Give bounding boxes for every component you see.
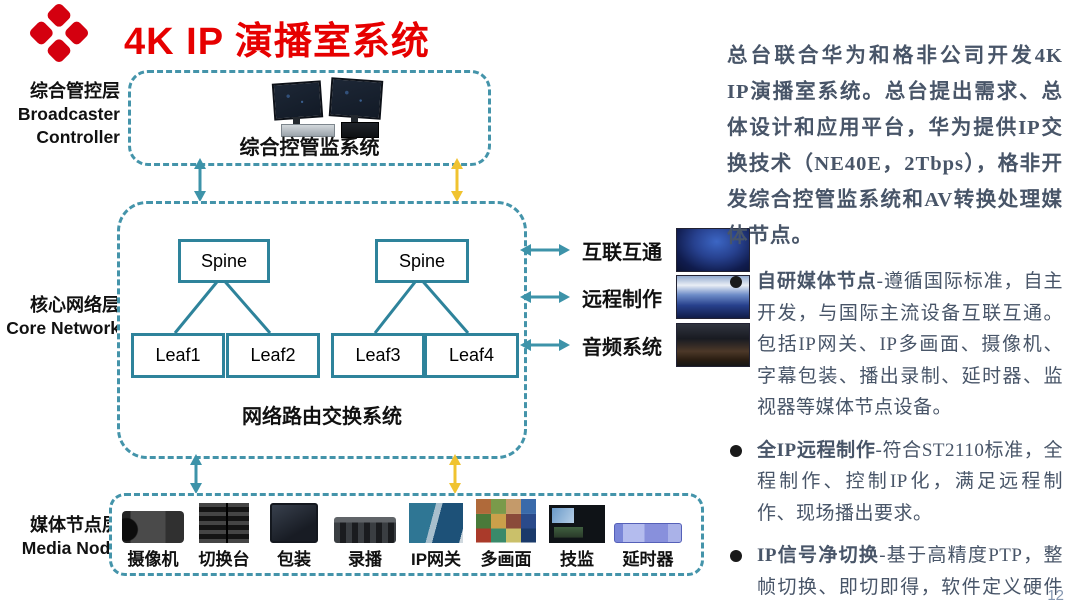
- switcher-image: [188, 499, 260, 545]
- media-node-ip-gateway: IP网关: [400, 499, 472, 569]
- leaf-node: Leaf1: [131, 333, 225, 378]
- layer-label-en: Controller: [36, 127, 120, 147]
- side-link-label: 互联互通: [582, 241, 662, 264]
- keyboard-device: [281, 124, 335, 137]
- spine-node: Spine: [375, 239, 469, 283]
- leftright-arrow-teal: [520, 339, 570, 351]
- bullet-clean-switch: IP信号净切换-基于高精度PTP，整帧切换、即切即得，软件定义硬件面板。: [727, 540, 1063, 608]
- control-system-monitors-image: [271, 77, 385, 138]
- media-node-multiviewer: 多画面: [470, 499, 542, 569]
- network-routing-label: 网络路由交换系统: [242, 406, 402, 428]
- spine-node: Spine: [178, 239, 270, 283]
- bullet-body: -符合ST2110标准，全程制作、控制IP化，满足远程制作、现场播出要求。: [757, 439, 1063, 524]
- bullet-head: 自研媒体节点: [757, 271, 877, 292]
- bullet-body: -遵循国际标准，自主开发，与国际主流设备互联互通。包括IP网关、IP多画面、摄像…: [757, 271, 1063, 418]
- bullet-head: 全IP远程制作: [757, 439, 876, 461]
- control-monitor-system-box: 综合控管监系统: [128, 70, 491, 166]
- media-node-tech-monitor: 技监: [541, 499, 613, 569]
- layer-label-en: Core Network: [6, 318, 120, 338]
- side-link-audio-system: 音频系统: [520, 323, 750, 367]
- camera-image: [117, 499, 189, 545]
- side-link-remote-production: 远程制作: [520, 275, 750, 319]
- leaf-node: Leaf2: [226, 333, 320, 378]
- page-title: 4K IP 演播室系统: [124, 21, 430, 63]
- updown-arrow-yellow: [451, 158, 463, 202]
- media-node-label: 切换台: [198, 550, 250, 569]
- layer-label-zh: 核心网络层: [30, 295, 120, 315]
- spine-leaf-links: [173, 276, 470, 334]
- leaf-node: Leaf4: [424, 333, 519, 378]
- layer-label-en: Broadcaster: [17, 104, 120, 124]
- control-system-label: 综合控管监系统: [239, 137, 380, 159]
- media-node-label: 录播: [348, 550, 382, 569]
- media-node-switcher: 切换台: [188, 499, 260, 569]
- media-node-label: 技监: [560, 550, 594, 569]
- media-node-recording: 录播: [329, 499, 401, 569]
- media-node-label: IP网关: [410, 550, 462, 569]
- feature-bullets: 自研媒体节点-遵循国际标准，自主开发，与国际主流设备互联互通。包括IP网关、IP…: [727, 266, 1063, 608]
- layer-label-zh: 综合管控层: [30, 81, 120, 101]
- bullet-head: IP信号净切换: [757, 545, 880, 566]
- monitor-stand: [293, 117, 300, 124]
- updown-arrow-yellow: [449, 454, 461, 494]
- monitor-stand: [351, 115, 358, 122]
- updown-arrow-teal: [194, 158, 206, 202]
- ip-gateway-image: [400, 499, 472, 545]
- side-link-label: 远程制作: [582, 288, 662, 311]
- logo-diamonds: [27, 1, 91, 65]
- media-node-box: 摄像机 切换台 包装 录播 IP网关 多画面 技监 延时器: [109, 493, 704, 576]
- multiviewer-image: [470, 499, 542, 545]
- side-link-interconnect: 互联互通: [520, 228, 750, 272]
- leftright-arrow-teal: [520, 291, 570, 303]
- monitor-right: [328, 77, 384, 120]
- media-node-delayer: 延时器: [612, 499, 684, 569]
- page-number: 12: [1047, 587, 1064, 604]
- tech-monitor-image: [541, 499, 613, 545]
- layer-label-broadcaster-controller: 综合管控层 Broadcaster Controller: [0, 80, 120, 149]
- leaf-node: Leaf3: [331, 333, 425, 378]
- layer-label-zh: 媒体节点层: [30, 515, 120, 535]
- side-link-label: 音频系统: [582, 336, 662, 359]
- packaging-image: [258, 499, 330, 545]
- recording-server-image: [329, 499, 401, 545]
- media-node-packaging: 包装: [258, 499, 330, 569]
- delayer-image: [612, 499, 684, 545]
- monitor-left: [271, 80, 324, 121]
- audio-system-photo: [676, 323, 750, 367]
- media-node-camera: 摄像机: [117, 499, 189, 569]
- media-node-label: 包装: [277, 550, 311, 569]
- layer-label-en: Media Node: [21, 538, 120, 558]
- updown-arrow-teal: [190, 454, 202, 494]
- intro-paragraph: 总台联合华为和格非公司开发4K IP演播室系统。总台提出需求、总体设计和应用平台…: [727, 45, 1063, 247]
- layer-label-core-network: 核心网络层 Core Network: [0, 294, 120, 340]
- bullet-media-node: 自研媒体节点-遵循国际标准，自主开发，与国际主流设备互联互通。包括IP网关、IP…: [727, 266, 1063, 424]
- core-network-box: Spine Spine Leaf1 Leaf2 Leaf3 Leaf4 网络路由…: [117, 201, 527, 459]
- control-pad-device: [341, 122, 379, 138]
- layer-label-media-node: 媒体节点层 Media Node: [0, 514, 120, 560]
- media-node-label: 延时器: [622, 550, 674, 569]
- bullet-remote-production: 全IP远程制作-符合ST2110标准，全程制作、控制IP化，满足远程制作、现场播…: [727, 435, 1063, 530]
- leftright-arrow-teal: [520, 244, 570, 256]
- bullet-body: -基于高精度PTP，整帧切换、即切即得，软件定义硬件面板。: [757, 545, 1063, 598]
- brand-logo-icon: [26, 1, 91, 66]
- media-node-label: 摄像机: [127, 550, 179, 569]
- remote-production-photo: [676, 275, 750, 319]
- description-panel: 总台联合华为和格非公司开发4K IP演播室系统。总台提出需求、总体设计和应用平台…: [727, 38, 1063, 608]
- interconnect-photo: [676, 228, 750, 272]
- media-node-label: 多画面: [480, 550, 532, 569]
